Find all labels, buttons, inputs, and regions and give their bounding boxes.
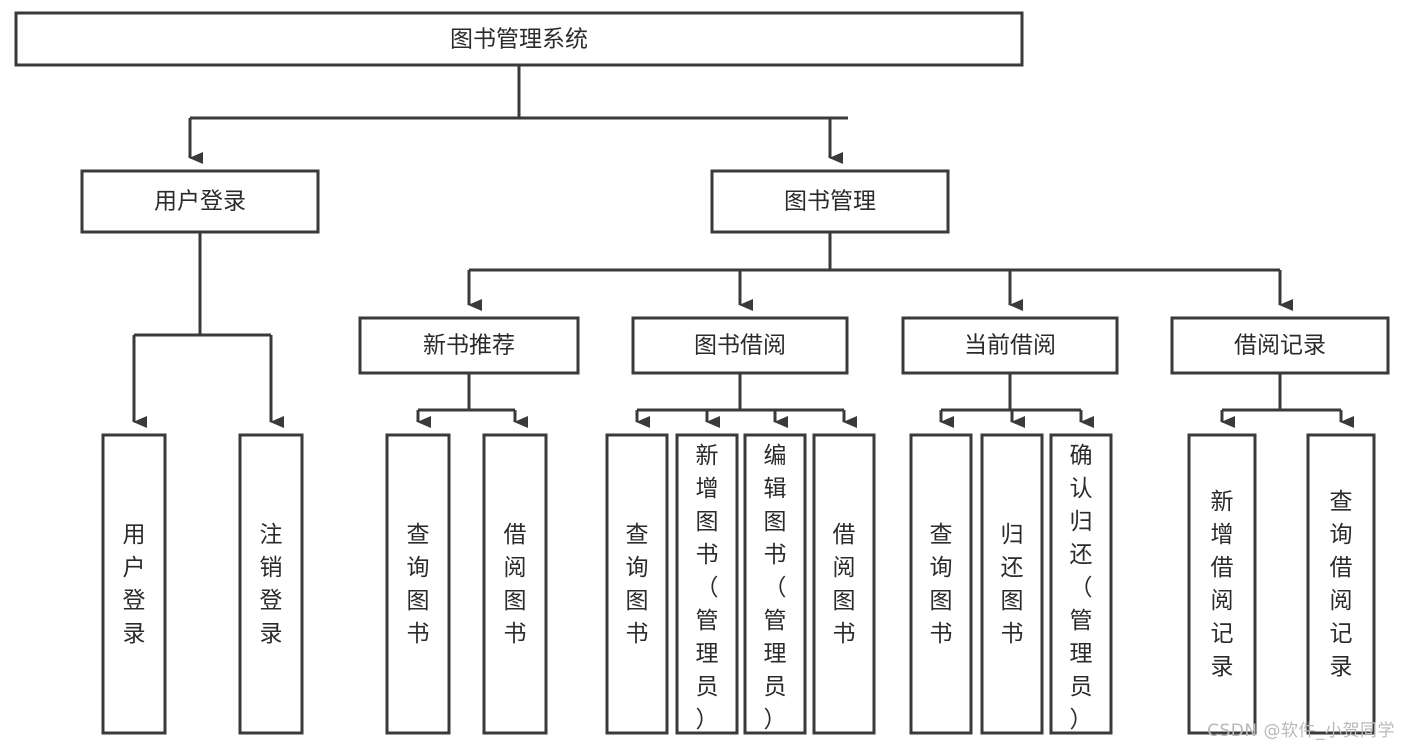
leaf-label: 借阅图书	[833, 522, 856, 647]
leaf-box[interactable]	[1187, 433, 1257, 735]
leaf-label: 查询借阅记录	[1330, 489, 1353, 680]
node-user-login[interactable]: 用户登录	[80, 169, 320, 234]
leaf-box[interactable]	[605, 433, 669, 735]
borrow-records-box[interactable]	[1170, 316, 1390, 375]
leaf-label: 新增图书（管理员）	[696, 443, 719, 733]
connectors	[132, 65, 1354, 428]
leaf-label: 编辑图书（管理员）	[764, 443, 787, 733]
leaf-label: 注销登录	[260, 522, 283, 647]
node-borrow-records[interactable]: 借阅记录	[1170, 316, 1390, 375]
leaf-box[interactable]	[385, 433, 451, 735]
leaf-node[interactable]: 确认归还（管理员）	[1049, 433, 1113, 735]
leaf-node[interactable]: 查询图书	[605, 433, 669, 735]
leaf-node[interactable]: 借阅图书	[812, 433, 876, 735]
leaf-label: 归还图书	[1001, 522, 1024, 647]
leaf-label: 借阅图书	[504, 522, 527, 647]
node-root[interactable]: 图书管理系统	[14, 11, 1024, 67]
root-box[interactable]	[14, 11, 1024, 67]
node-book-management[interactable]: 图书管理	[710, 169, 950, 234]
book-borrow-label: 图书借阅	[694, 333, 786, 359]
leaf-box[interactable]	[1306, 433, 1376, 735]
leaf-box[interactable]	[812, 433, 876, 735]
leaf-node[interactable]: 注销登录	[238, 433, 304, 735]
leaf-box[interactable]	[909, 433, 973, 735]
leaf-node[interactable]: 新增图书（管理员）	[675, 433, 739, 735]
user-login-box[interactable]	[80, 169, 320, 234]
leaf-box[interactable]	[743, 433, 807, 735]
node-book-borrow[interactable]: 图书借阅	[631, 316, 849, 375]
node-new-book-recommend[interactable]: 新书推荐	[358, 316, 580, 375]
leaf-box[interactable]	[238, 433, 304, 735]
leaf-label: 查询图书	[930, 522, 953, 647]
leaf-box[interactable]	[101, 433, 167, 735]
leaf-nodes: 用户登录 注销登录 查询图书 借阅图书 查询图书 新增图书（管理员） 编辑图书（管理员） 借阅…	[101, 433, 1376, 735]
leaf-label: 确认归还（管理员）	[1070, 443, 1093, 733]
leaf-node[interactable]: 归还图书	[980, 433, 1044, 735]
current-borrow-label: 当前借阅	[964, 333, 1056, 359]
leaf-node[interactable]: 用户登录	[101, 433, 167, 735]
leaf-label: 新增借阅记录	[1211, 489, 1234, 680]
leaf-node[interactable]: 查询图书	[909, 433, 973, 735]
book-management-box[interactable]	[710, 169, 950, 234]
new-book-recommend-box[interactable]	[358, 316, 580, 375]
leaf-box[interactable]	[675, 433, 739, 735]
leaf-label: 用户登录	[123, 522, 146, 647]
root-label: 图书管理系统	[450, 27, 588, 53]
leaf-node[interactable]: 查询借阅记录	[1306, 433, 1376, 735]
node-current-borrow[interactable]: 当前借阅	[901, 316, 1119, 375]
leaf-label: 查询图书	[626, 522, 649, 647]
borrow-records-label: 借阅记录	[1234, 333, 1326, 359]
new-book-recommend-label: 新书推荐	[423, 333, 515, 359]
leaf-node[interactable]: 新增借阅记录	[1187, 433, 1257, 735]
leaf-label: 查询图书	[407, 522, 430, 647]
leaf-box[interactable]	[980, 433, 1044, 735]
book-management-label: 图书管理	[784, 189, 876, 215]
leaf-box[interactable]	[482, 433, 548, 735]
leaf-node[interactable]: 编辑图书（管理员）	[743, 433, 807, 735]
book-borrow-box[interactable]	[631, 316, 849, 375]
leaf-box[interactable]	[1049, 433, 1113, 735]
current-borrow-box[interactable]	[901, 316, 1119, 375]
leaf-node[interactable]: 借阅图书	[482, 433, 548, 735]
user-login-label: 用户登录	[154, 189, 246, 215]
leaf-node[interactable]: 查询图书	[385, 433, 451, 735]
